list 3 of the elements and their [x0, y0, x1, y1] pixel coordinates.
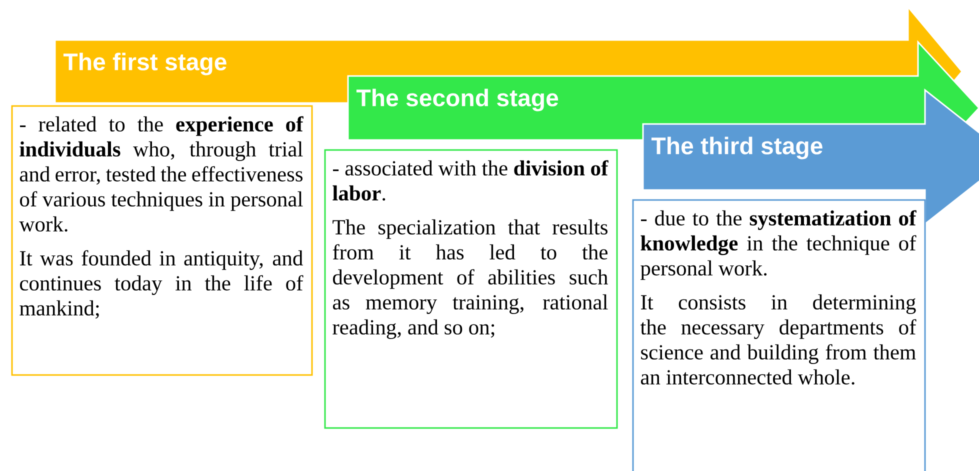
text-box: - related to the experience of individuals who, through trial and error, tested the effectiveness of various techniques in personal work. It was founded in antiquity, and continues today in the life of mankind;: [11, 105, 313, 376]
text-box: - associated with the division of labor. The specialization that results from it has led to the development of abilities such as memory training, rational reading, and so on;: [324, 149, 618, 429]
text-box: - due to the systematization of knowledge in the technique of personal work. It consists in determining the necessary departments of science and building from them an interconnected whole.: [632, 199, 926, 471]
